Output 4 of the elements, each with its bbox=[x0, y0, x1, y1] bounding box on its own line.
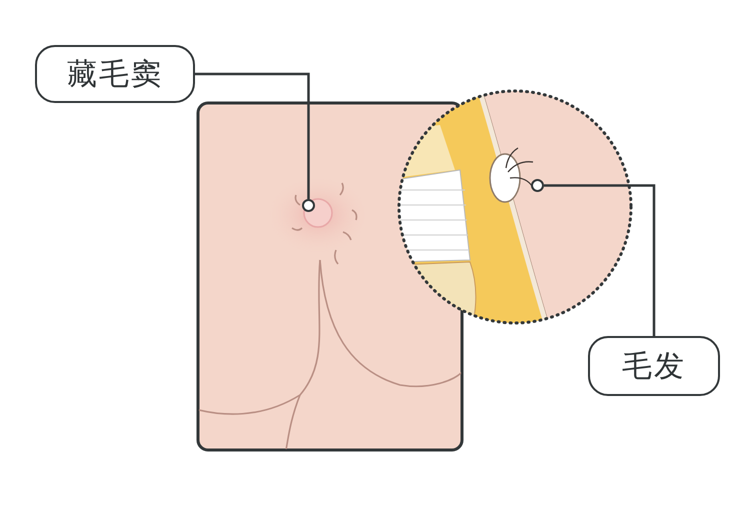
leader-line bbox=[195, 72, 310, 199]
leader-line bbox=[544, 184, 656, 336]
callout-label: 藏毛窦 bbox=[35, 45, 195, 103]
callout-label: 毛发 bbox=[588, 336, 720, 396]
